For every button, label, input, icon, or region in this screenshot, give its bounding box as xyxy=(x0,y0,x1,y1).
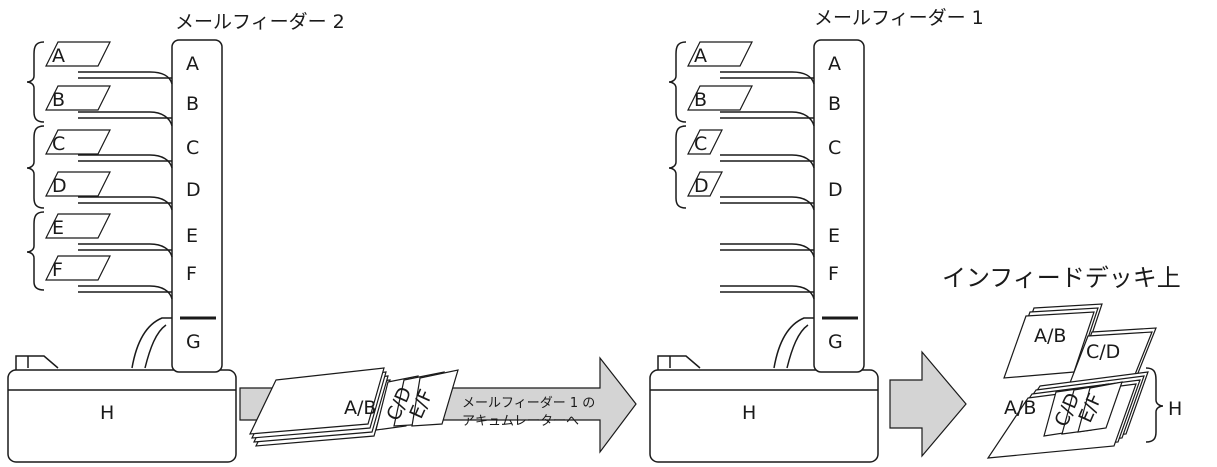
feeder-1-bracket-ab xyxy=(668,41,687,123)
feeder-1-tray-c: C xyxy=(687,129,723,155)
feeder-2-bin-a: A xyxy=(186,53,199,75)
transfer-arrow: A/B C/D E/F メールフィーダー 1 の アキュムレーターへ xyxy=(239,356,637,454)
feeder-1-bin-c: C xyxy=(828,137,841,159)
feeder-2-bin-c: C xyxy=(186,137,199,159)
transfer-label-ab: A/B xyxy=(344,397,376,419)
feeder-1-tray-b: B xyxy=(687,85,753,111)
feeder-2-bin-column xyxy=(171,39,223,373)
infeed-title: インフィードデッキ上 xyxy=(942,264,1181,292)
feeder-2-bracket-cd xyxy=(26,125,45,209)
feeder-1-bracket-cd xyxy=(668,125,687,209)
infeed-bottom-stack xyxy=(986,371,1149,459)
transfer-text-line1: メールフィーダー 1 の xyxy=(462,396,595,411)
svg-text:A/B: A/B xyxy=(1034,325,1066,347)
feeder-2-tray-c: C xyxy=(45,129,111,155)
infeed-bracket xyxy=(1145,367,1164,443)
svg-text:C: C xyxy=(694,133,707,155)
feeder-2-bracket-ef xyxy=(26,211,45,291)
feeder-1-bin-d: D xyxy=(828,179,843,201)
feeder-2-bin-g: G xyxy=(186,331,201,353)
svg-text:A: A xyxy=(52,45,65,67)
svg-text:D: D xyxy=(694,175,709,197)
mail-feeder-2: メールフィーダー 2 H A B C D E F G xyxy=(7,11,345,463)
feeder-2-tray-a: A xyxy=(45,41,111,67)
transfer-sheet-stack xyxy=(249,367,459,447)
mail-feeder-1: メールフィーダー 1 H A B C D E F G xyxy=(649,7,984,463)
feeder-2-tray-arms xyxy=(78,71,173,300)
feeder-2-stopper xyxy=(15,355,59,370)
feeder-2-guide xyxy=(131,317,172,369)
infeed-bracket-label: H xyxy=(1168,398,1182,420)
infeed-top-ab: A/B xyxy=(1003,303,1103,379)
feeder-2-bin-e: E xyxy=(186,225,198,247)
svg-text:B: B xyxy=(694,89,707,111)
feeder-2-bin-d: D xyxy=(186,179,201,201)
feeder-1-title: メールフィーダー 1 xyxy=(814,7,984,29)
svg-text:D: D xyxy=(52,175,67,197)
feeder-2-tray-d: D xyxy=(45,171,111,197)
feeder-2-tray-f: F xyxy=(45,255,111,281)
svg-text:C/D: C/D xyxy=(1086,341,1120,363)
feeder-1-bin-a: A xyxy=(828,53,841,75)
feeder-1-tray-d: D xyxy=(687,171,723,197)
feeder-2-tray-b: B xyxy=(45,85,111,111)
svg-text:C: C xyxy=(52,133,65,155)
feeder-1-bin-g: G xyxy=(828,331,843,353)
infeed-stack-label-ab: A/B xyxy=(1004,397,1036,419)
infeed-deck: インフィードデッキ上 A/B C/D A/B C/D E/F H xyxy=(942,264,1182,459)
feeder-2-base xyxy=(7,369,237,463)
feeder-2-bin-f: F xyxy=(186,263,197,285)
feeder-1-guide xyxy=(773,317,814,369)
transfer-text-line2: アキュムレーターへ xyxy=(462,414,579,429)
svg-text:B: B xyxy=(52,89,65,111)
feeder-2-tray-e: E xyxy=(45,213,111,239)
feeder-2-bracket-ab xyxy=(26,41,45,123)
feeder-1-bin-column xyxy=(813,39,865,373)
svg-text:F: F xyxy=(52,259,63,281)
svg-text:E: E xyxy=(52,217,64,239)
feeder-2-bin-b: B xyxy=(186,93,199,115)
svg-text:A: A xyxy=(694,45,707,67)
feeder-1-base-label: H xyxy=(742,402,756,424)
feeder-1-bin-f: F xyxy=(828,263,839,285)
feeder-2-base-label: H xyxy=(100,402,114,424)
infeed-arrow xyxy=(889,350,967,458)
feeder-1-bin-e: E xyxy=(828,225,840,247)
feeder-1-tray-arms xyxy=(720,71,815,300)
feeder-1-base xyxy=(649,369,879,463)
feeder-1-tray-a: A xyxy=(687,41,753,67)
feeder-1-bin-b: B xyxy=(828,93,841,115)
feeder-2-title: メールフィーダー 2 xyxy=(175,11,345,33)
feeder-1-stopper xyxy=(657,355,701,370)
